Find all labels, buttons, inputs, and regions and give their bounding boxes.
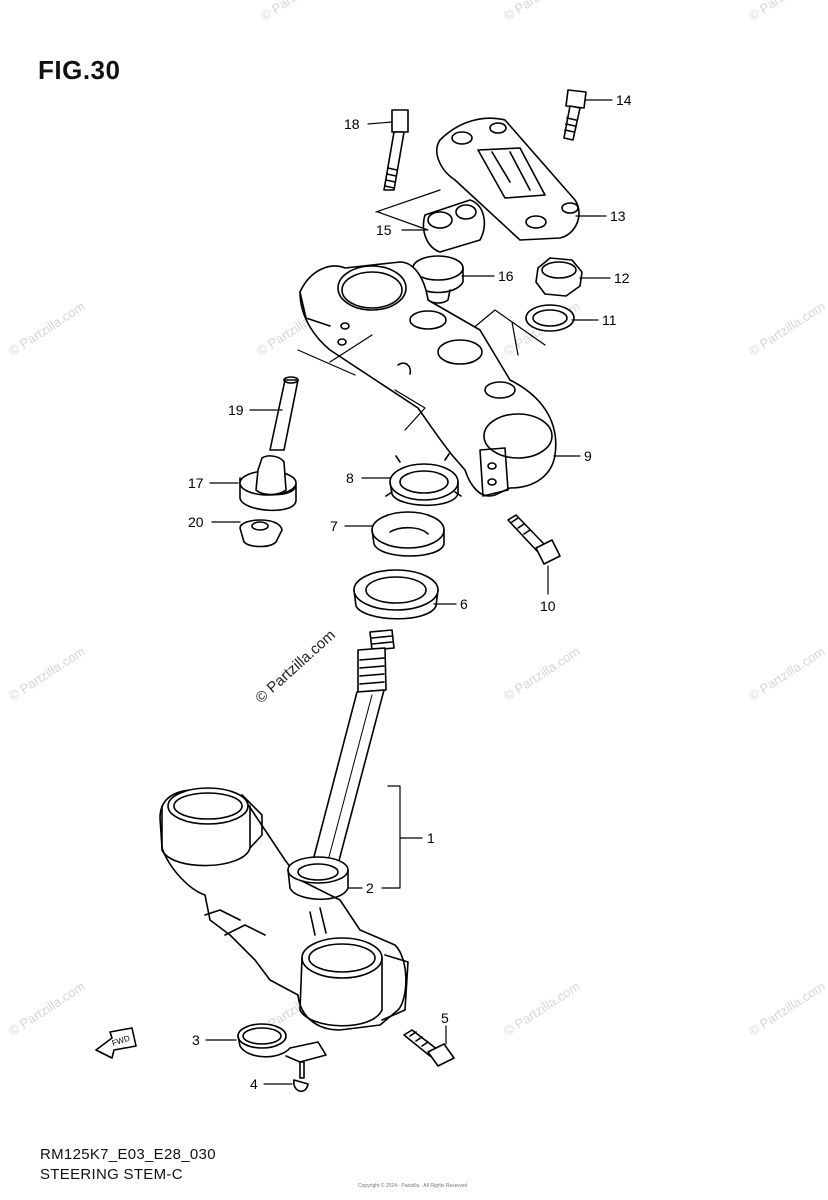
callout-18: 18 [344,116,360,132]
callout-12: 12 [614,270,630,286]
bolt-5 [403,1029,455,1067]
callout-20: 20 [188,514,204,530]
callout-14: 14 [616,92,632,108]
steering-stem-1 [309,629,395,873]
callout-16: 16 [498,268,514,284]
callout-3: 3 [192,1032,200,1048]
bolt-14 [563,89,587,141]
callout-4: 4 [250,1076,258,1092]
seal-2 [287,856,349,900]
callout-11: 11 [602,312,617,328]
callout-6: 6 [460,596,468,612]
callout-7: 7 [330,518,338,534]
callout-2: 2 [366,880,374,896]
screw-4 [293,1061,309,1092]
bolt-10 [507,514,561,565]
figure-caption: STEERING STEM-C [40,1166,183,1183]
handlebar-holder-15 [422,199,486,253]
callout-13: 13 [610,208,626,224]
callout-5: 5 [441,1010,449,1026]
nut-12 [535,257,583,297]
callout-1: 1 [427,830,435,846]
callout-10: 10 [540,598,556,614]
cushion-17 [239,455,297,512]
dust-seal-7 [371,511,445,557]
figure-title: FIG.30 [38,55,121,85]
leader-lines [205,99,613,1085]
washer-11 [525,304,575,332]
callout-9: 9 [584,448,592,464]
handlebar-clamp-13 [436,117,580,241]
lower-bracket [159,787,409,1031]
callout-8: 8 [346,470,354,486]
nut-20 [239,519,283,548]
callout-15: 15 [376,222,392,238]
callout-17: 17 [188,475,204,491]
copyright-note: Copyright © 2024 · Partzilla · All Right… [358,1183,468,1189]
clamp-3 [237,1023,327,1063]
lock-nut-8 [385,453,462,507]
model-code: RM125K7_E03_E28_030 [40,1146,216,1163]
callout-labels: 1 2 3 4 5 6 7 8 9 10 11 12 13 14 15 16 1… [188,92,632,1092]
upper-bracket-9 [299,261,557,497]
pin-19 [269,376,299,451]
bearing-6 [353,569,439,620]
bolt-18 [383,109,409,191]
callout-19: 19 [228,402,244,418]
fwd-arrow-icon: FWD [95,1027,137,1059]
